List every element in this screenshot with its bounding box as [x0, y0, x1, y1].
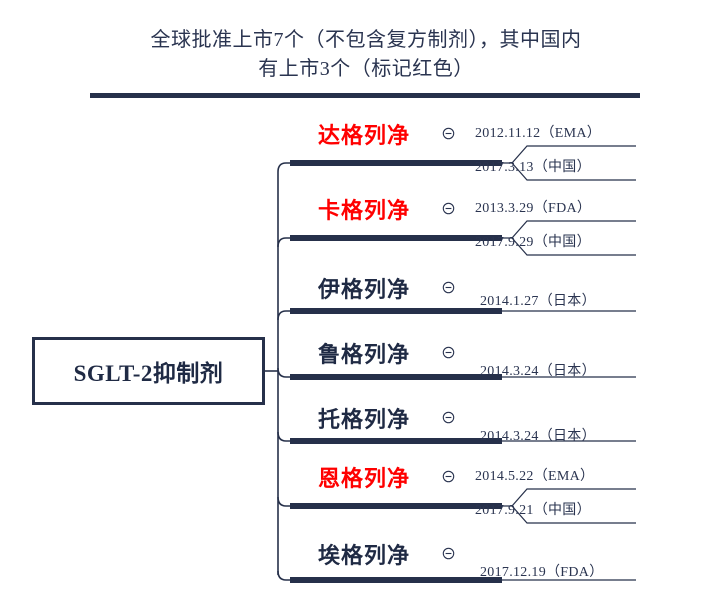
root-node-label: SGLT-2抑制剂	[73, 361, 224, 386]
collapse-minus-icon[interactable]	[442, 346, 455, 359]
branch-label[interactable]: 达格列净	[318, 123, 411, 148]
collapse-minus-icon[interactable]	[442, 411, 455, 424]
branch-label[interactable]: 恩格列净	[318, 466, 411, 491]
collapse-minus-icon[interactable]	[442, 127, 455, 140]
sub-item-label: 2017.9.21（中国）	[475, 503, 591, 518]
sub-item-label: 2014.1.27（日本）	[480, 294, 596, 309]
branch-label[interactable]: 卡格列净	[318, 198, 411, 223]
diagram-title: 全球批准上市7个（不包含复方制剂），其中国内 有上市3个（标记红色）	[90, 26, 642, 84]
sub-item-label: 2014.3.24（日本）	[480, 429, 596, 444]
branch-row: 达格列净 2012.11.12（EMA） 2017.3.13（中国）	[290, 118, 690, 192]
title-line-1: 全球批准上市7个（不包含复方制剂），其中国内	[150, 29, 582, 51]
title-divider-rule	[90, 93, 640, 98]
collapse-minus-icon[interactable]	[442, 547, 455, 560]
branch-label[interactable]: 托格列净	[318, 407, 411, 432]
collapse-minus-icon[interactable]	[442, 281, 455, 294]
branch-row: 托格列净 2014.3.24（日本）	[290, 402, 690, 476]
root-node[interactable]: SGLT-2抑制剂	[32, 337, 265, 405]
branch-row: 伊格列净 2014.1.27（日本）	[290, 272, 690, 346]
sub-item-label: 2013.3.29（FDA）	[475, 201, 592, 216]
branch-row: 恩格列净 2014.5.22（EMA） 2017.9.21（中国）	[290, 461, 690, 535]
title-line-2: 有上市3个（标记红色）	[258, 58, 474, 80]
branch-label[interactable]: 鲁格列净	[318, 342, 411, 367]
branch-row: 埃格列净 2017.12.19（FDA）	[290, 538, 690, 612]
collapse-minus-icon[interactable]	[442, 202, 455, 215]
branch-row: 卡格列净 2013.3.29（FDA） 2017.9.29（中国）	[290, 193, 690, 267]
sub-item-label: 2014.3.24（日本）	[480, 364, 596, 379]
sub-item-label: 2017.9.29（中国）	[475, 235, 591, 250]
collapse-minus-icon[interactable]	[442, 470, 455, 483]
sub-item-label: 2017.3.13（中国）	[475, 160, 591, 175]
branch-row: 鲁格列净 2014.3.24（日本）	[290, 337, 690, 411]
branch-label[interactable]: 伊格列净	[318, 277, 411, 302]
sub-item-label: 2012.11.12（EMA）	[475, 126, 602, 141]
sub-item-label: 2014.5.22（EMA）	[475, 469, 595, 484]
sub-item-label: 2017.12.19（FDA）	[480, 565, 604, 580]
branch-label[interactable]: 埃格列净	[318, 543, 411, 568]
